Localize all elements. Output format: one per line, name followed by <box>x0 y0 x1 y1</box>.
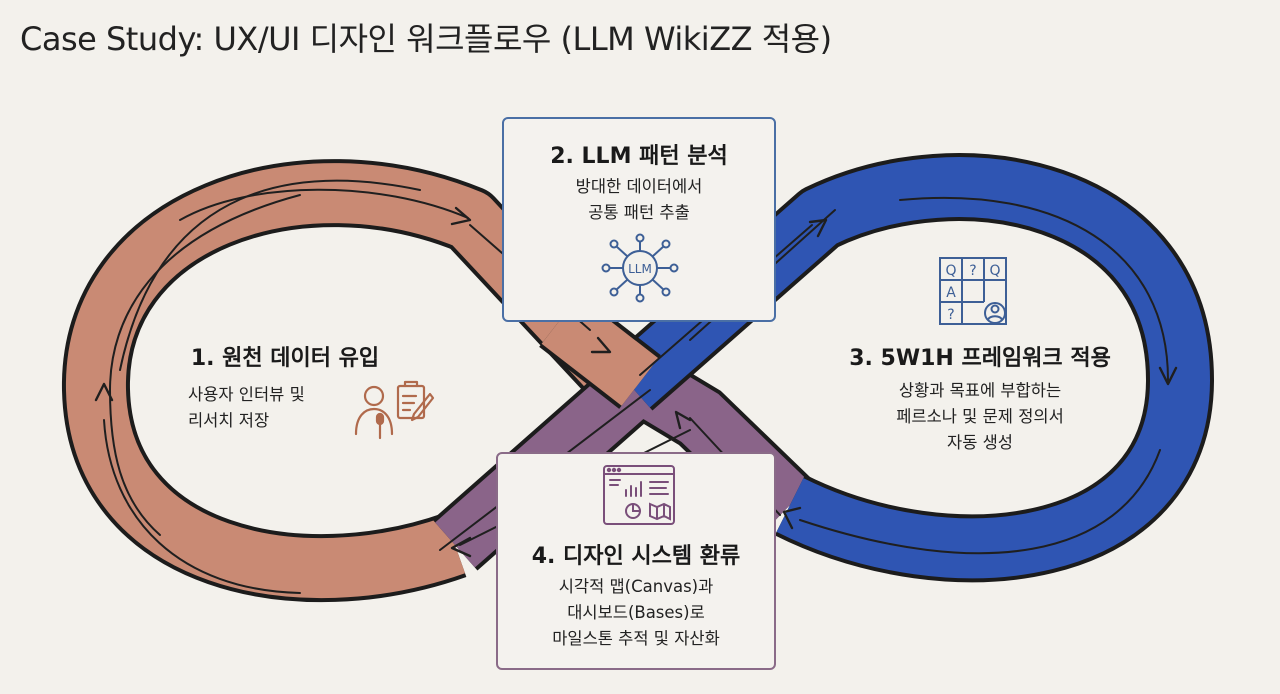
flow-arrowhead <box>674 410 692 430</box>
grid-letter: ? <box>969 263 976 279</box>
grid-letter: Q <box>989 263 1000 279</box>
flow-line <box>899 196 1169 381</box>
stage-5w1h-framework: 3. 5W1H 프레임워크 적용 상황과 목표에 부합하는 페르소나 및 문제 … <box>820 340 1140 456</box>
stage-llm-analysis: 2. LLM 패턴 분석 방대한 데이터에서 공통 패턴 추출 <box>502 138 776 226</box>
stage-title: 2. LLM 패턴 분석 <box>550 144 728 169</box>
stage-line: 대시보드(Bases)로 <box>567 603 705 622</box>
flow-arrowhead <box>450 206 472 226</box>
flow-arrowhead <box>94 382 114 402</box>
interview-clipboard-icon <box>354 380 435 440</box>
stage-line: 마일스톤 추적 및 자산화 <box>552 629 720 648</box>
flow-line <box>119 179 421 371</box>
flow-arrowhead <box>1158 366 1178 386</box>
stage-title: 4. 디자인 시스템 환류 <box>531 544 741 569</box>
flow-line <box>103 419 301 594</box>
stage-description: 방대한 데이터에서 공통 패턴 추출 <box>502 174 776 226</box>
stage-description: 시각적 맵(Canvas)과 대시보드(Bases)로 마일스톤 추적 및 자산… <box>496 574 776 652</box>
loop-data-ingest <box>65 163 632 599</box>
flow-arrowhead <box>590 336 612 354</box>
stage-line: 방대한 데이터에서 <box>575 177 703 196</box>
stage-design-system: 4. 디자인 시스템 환류 시각적 맵(Canvas)과 대시보드(Bases)… <box>496 538 776 652</box>
dashboard-icon <box>603 465 675 525</box>
flow-arrowhead <box>450 536 472 558</box>
loop-framework <box>610 157 1210 579</box>
stage-line: 사용자 인터뷰 및 <box>188 385 305 404</box>
flow-arrowhead <box>782 506 802 530</box>
stage-data-ingest: 1. 원천 데이터 유입 사용자 인터뷰 및 리서치 저장 <box>170 340 400 434</box>
stage-line: 리서치 저장 <box>188 411 270 430</box>
stage-title: 3. 5W1H 프레임워크 적용 <box>849 346 1111 371</box>
stage-title: 1. 원천 데이터 유입 <box>190 346 380 371</box>
flow-line <box>109 194 301 536</box>
stage-line: 공통 패턴 추출 <box>588 203 690 222</box>
stage-line: 시각적 맵(Canvas)과 <box>558 577 714 596</box>
llm-network-icon: LLM <box>601 233 679 303</box>
qa-grid-persona-icon: Q ? Q A ? <box>939 257 1007 325</box>
flow-line <box>179 188 469 221</box>
stage-description: 상황과 목표에 부합하는 페르소나 및 문제 정의서 자동 생성 <box>820 378 1140 456</box>
stage-description: 사용자 인터뷰 및 리서치 저장 <box>170 382 400 434</box>
flow-arrowhead <box>808 218 828 238</box>
grid-letter: A <box>946 285 956 301</box>
page-title: Case Study: UX/UI 디자인 워크플로우 (LLM WikiZZ … <box>20 20 832 58</box>
flow-line <box>799 449 1161 555</box>
stage-line: 페르소나 및 문제 정의서 <box>896 407 1064 426</box>
stage-line: 자동 생성 <box>947 433 1013 452</box>
grid-letter: ? <box>947 307 954 323</box>
llm-icon-label: LLM <box>628 262 652 276</box>
grid-letter: Q <box>945 263 956 279</box>
stage-line: 상황과 목표에 부합하는 <box>898 381 1062 400</box>
